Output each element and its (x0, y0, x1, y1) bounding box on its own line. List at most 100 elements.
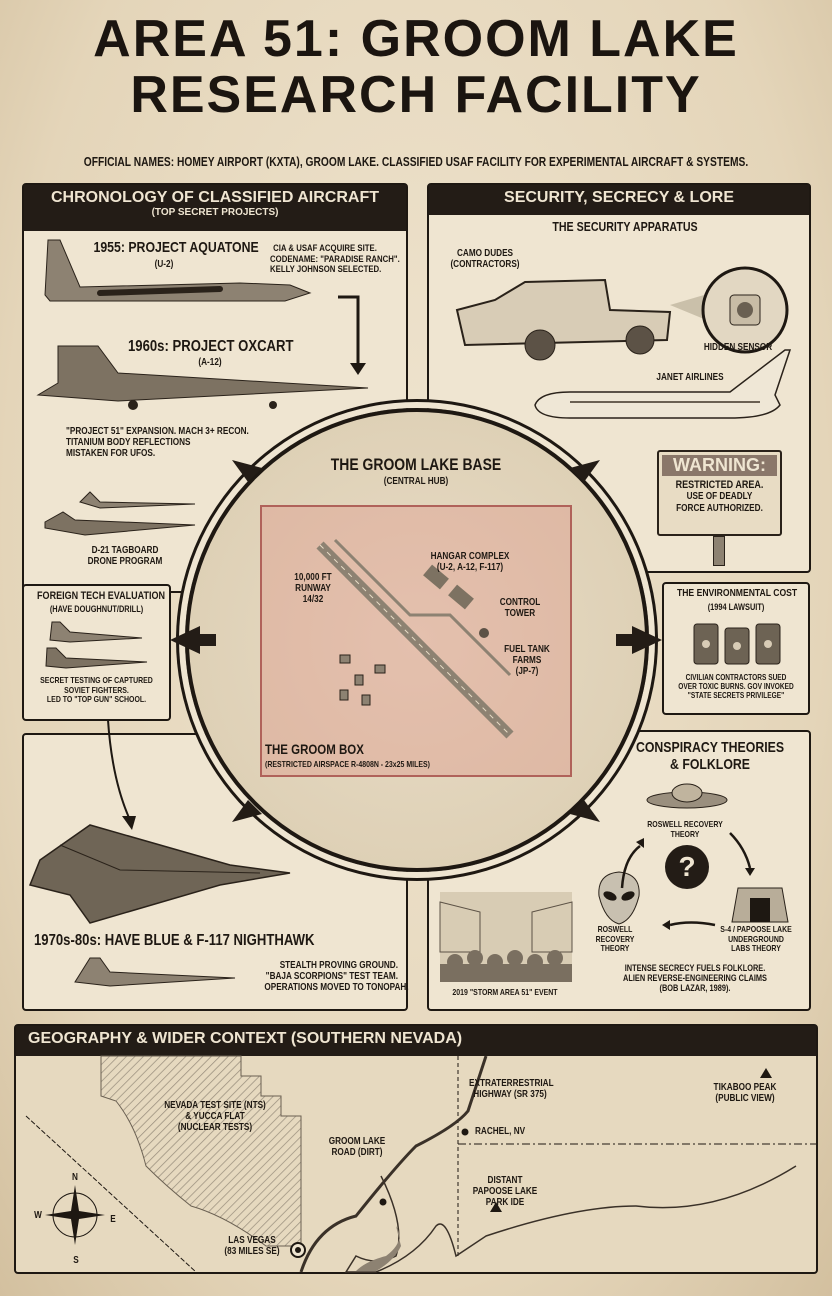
top-theory-label: ROSWELL RECOVERY THEORY (640, 819, 730, 839)
oxcart-model: (A-12) (198, 357, 222, 368)
note-line: OVER TOXIC BURNS. GOV INVOKED (678, 681, 794, 691)
note-line: (BOB LAZAR, 1989). (659, 983, 731, 994)
question-mark-icon: ? (665, 845, 709, 889)
note-line: LED TO "TOP GUN" SCHOOL. (46, 694, 147, 705)
fuel-label: FUEL TANK FARMS (JP-7) (502, 644, 551, 678)
label-line: & YUCCA FLAT (185, 1111, 245, 1123)
hangar-label: HANGAR COMPLEX (U-2, A-12, F-117) (425, 551, 515, 573)
note-line: SECRET TESTING OF CAPTURED (40, 675, 153, 685)
truck-icon (455, 266, 789, 361)
note-line: MISTAKEN FOR UFOS. (66, 448, 156, 460)
foreign-title: FOREIGN TECH EVALUATION (37, 590, 166, 602)
right-theory-label: S-4 / PAPOOSE LAKE UNDERGROUND LABS THEO… (715, 924, 797, 954)
runway-label: 10,000 FT RUNWAY 14/32 (284, 572, 341, 606)
oxcart-note: "PROJECT 51" EXPANSION. MACH 3+ RECON. T… (66, 426, 249, 460)
rachel-label: RACHEL, NV (475, 1126, 526, 1137)
label-line: FUEL TANK (504, 644, 550, 655)
chronology-subtitle: (TOP SECRET PROJECTS) (151, 207, 279, 218)
compass-s: S (73, 1255, 79, 1266)
base-subtitle: (CENTRAL HUB) (383, 476, 449, 487)
runway-map-icon (316, 538, 514, 739)
label-line: DRONE PROGRAM (87, 556, 163, 568)
compass-w: W (34, 1210, 42, 1221)
geography-title: GEOGRAPHY & WIDER CONTEXT (SOUTHERN NEVA… (16, 1026, 816, 1056)
toxic-barrels-icon (693, 623, 781, 665)
theory-cycle-arrows-icon (620, 832, 755, 930)
nts-label: NEVADA TEST SITE (NTS) & YUCCA FLAT (NUC… (162, 1100, 269, 1134)
label-line: LAS VEGAS (228, 1235, 276, 1246)
base-title: THE GROOM LAKE BASE (330, 455, 502, 474)
alien-head-icon (598, 871, 640, 925)
a12-aircraft-icon (36, 345, 369, 410)
oxcart-title: 1960s: PROJECT OXCART (128, 338, 294, 355)
warning-line1: RESTRICTED AREA. (675, 479, 764, 491)
groom-box-subtitle: (RESTRICTED AIRSPACE R-4808N - 23x25 MIL… (265, 759, 430, 769)
tower-label: CONTROL TOWER (495, 597, 544, 619)
title-line-2: RESEARCH FACILITY (130, 66, 702, 124)
foreign-note: SECRET TESTING OF CAPTURED SOVIET FIGHTE… (37, 675, 156, 705)
note-line: CIVILIAN CONTRACTORS SUED (685, 673, 787, 682)
label-line: ROSWELL (597, 924, 633, 934)
note-line: KELLY JOHNSON SELECTED. (270, 264, 382, 276)
janet-label: JANET AIRLINES (656, 372, 724, 383)
label-line: TIKABOO PEAK (713, 1082, 777, 1093)
label-line: (JP-7) (515, 666, 539, 678)
label-line: CONTROL (499, 597, 541, 608)
conspiracy-title: CONSPIRACY THEORIES & FOLKLORE (628, 739, 792, 774)
sensor-label: HIDDEN SENSOR (703, 342, 773, 353)
label-line: ROSWELL RECOVERY (647, 819, 723, 829)
groom-box-title: THE GROOM BOX (265, 741, 364, 757)
label-line: (U-2, A-12, F-117) (436, 562, 504, 574)
u2-aircraft-icon (44, 239, 312, 302)
note-line: "BAJA SCORPIONS" TEST TEAM. (265, 971, 398, 983)
label-line: PAPOOSE LAKE (472, 1186, 538, 1198)
label-line: (PUBLIC VIEW) (715, 1093, 775, 1105)
note-line: INTENSE SECRECY FUELS FOLKLORE. (624, 963, 766, 973)
aquatone-note: CIA & USAF ACQUIRE SITE. CODENAME: "PARA… (270, 243, 400, 276)
note-line: "STATE SECRETS PRIVILEGE" (687, 690, 785, 700)
label-line: NEVADA TEST SITE (NTS) (164, 1100, 266, 1111)
stealth-title: 1970s-80s: HAVE BLUE & F-117 NIGHTHAWK (34, 932, 315, 949)
storm-area51-crowd-icon (439, 892, 573, 982)
d21-tagboard-icon (44, 491, 196, 536)
label-line: GROOM LAKE (328, 1136, 386, 1147)
note-line: TITANIUM BODY REFLECTIONS (66, 437, 191, 449)
apparatus-title: THE SECURITY APPARATUS (552, 219, 698, 234)
label-line: (83 MILES SE) (224, 1246, 280, 1258)
ufo-icon (646, 783, 728, 809)
note-line: ALIEN REVERSE-ENGINEERING CLAIMS (623, 973, 767, 984)
note-line: "PROJECT 51" EXPANSION. MACH 3+ RECON. (66, 426, 249, 437)
label-line: HANGAR COMPLEX (430, 551, 510, 562)
label-line: S-4 / PAPOOSE LAKE (720, 924, 792, 934)
groom-road-label: GROOM LAKE ROAD (DIRT) (328, 1136, 385, 1158)
note-line: CODENAME: "PARADISE RANCH". (270, 253, 400, 265)
title-line: & FOLKLORE (670, 755, 750, 773)
radial-arrows-icon (170, 460, 662, 822)
label-line: (CONTRACTORS) (450, 259, 520, 271)
soviet-fighters-icon (45, 621, 148, 669)
arrow-to-stealth-icon (107, 719, 136, 830)
environment-subtitle: (1994 LAWSUIT) (707, 602, 765, 612)
label-line: TOWER (504, 608, 536, 620)
label-line: FARMS (512, 655, 542, 667)
tikaboo-label: TIKABOO PEAK (PUBLIC VIEW) (708, 1082, 782, 1104)
note-line: CIA & USAF ACQUIRE SITE. (273, 243, 377, 254)
label-line: HIGHWAY (SR 375) (473, 1089, 547, 1101)
compass-rose-icon (45, 1185, 105, 1245)
note-line: STEALTH PROVING GROUND. (279, 960, 398, 971)
stealth-note: STEALTH PROVING GROUND. "BAJA SCORPIONS"… (264, 960, 408, 994)
label-line: LABS THEORY (731, 943, 781, 954)
highway-label: EXTRATERRESTRIAL HIGHWAY (SR 375) (469, 1078, 554, 1101)
label-line: PARK IDE (485, 1197, 525, 1209)
label-line: DISTANT (487, 1175, 523, 1186)
nevada-map-icon (25, 1055, 816, 1273)
chronology-header: CHRONOLOGY OF CLASSIFIED AIRCRAFT (TOP S… (24, 185, 406, 231)
environment-title: THE ENVIRONMENTAL COST (676, 587, 798, 599)
warning-sign: WARNING: RESTRICTED AREA. USE OF DEADLY … (657, 450, 782, 536)
vegas-label: LAS VEGAS (83 MILES SE) (219, 1235, 285, 1257)
label-line: RECOVERY (595, 933, 635, 944)
camo-label: CAMO DUDES (CONTRACTORS) (448, 248, 522, 270)
compass-n: N (72, 1172, 78, 1183)
title-line-1: AREA 51: GROOM LAKE (93, 10, 739, 68)
f117-nighthawk-icon (28, 824, 291, 924)
